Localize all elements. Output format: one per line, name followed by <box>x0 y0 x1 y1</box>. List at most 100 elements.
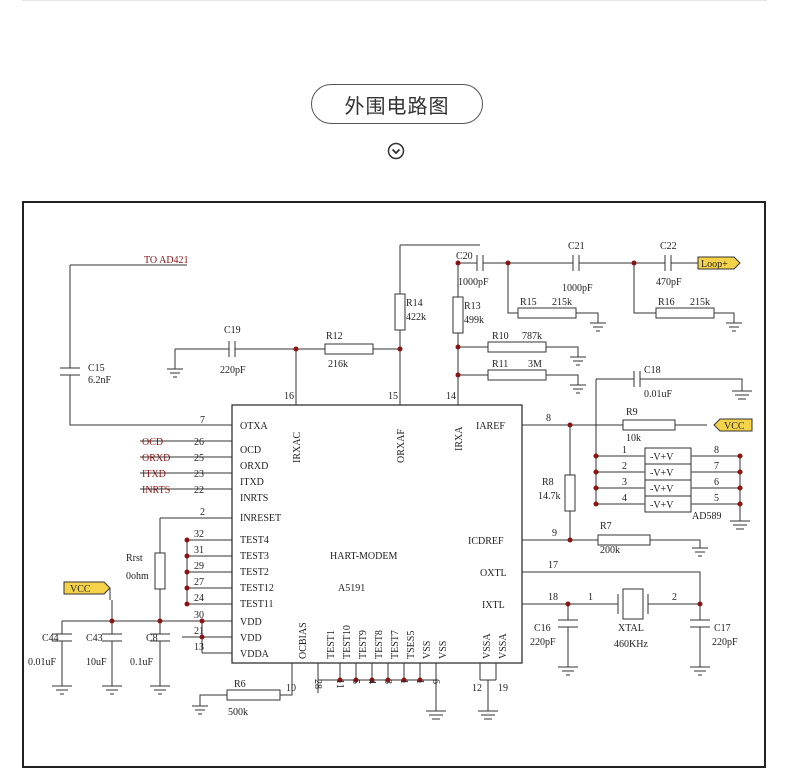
svg-text:31: 31 <box>194 545 204 556</box>
svg-text:787k: 787k <box>522 331 542 342</box>
svg-text:INRTS: INRTS <box>240 493 268 504</box>
svg-text:18: 18 <box>548 592 558 603</box>
svg-text:32: 32 <box>194 529 204 540</box>
page-title-text: 外围电路图 <box>344 93 450 118</box>
svg-text:TEST4: TEST4 <box>240 535 269 546</box>
svg-text:R14: R14 <box>406 298 423 309</box>
svg-text:VSS: VSS <box>438 641 449 659</box>
svg-text:215k: 215k <box>552 297 572 308</box>
svg-text:TEST2: TEST2 <box>240 567 269 578</box>
svg-text:IRXA: IRXA <box>454 426 465 451</box>
svg-text:R16: R16 <box>658 297 675 308</box>
page-title: 外围电路图 <box>311 84 483 124</box>
svg-text:IAREF: IAREF <box>476 421 505 432</box>
svg-text:14: 14 <box>446 391 456 402</box>
vcc-port-left-label: VCC <box>70 584 91 595</box>
svg-text:-V+V: -V+V <box>650 468 674 479</box>
svg-text:VDD: VDD <box>240 617 262 628</box>
svg-text:R15: R15 <box>520 297 537 308</box>
svg-text:3: 3 <box>622 477 627 488</box>
svg-text:VDDA: VDDA <box>240 649 270 660</box>
svg-text:3: 3 <box>382 679 393 684</box>
svg-text:R11: R11 <box>492 359 508 370</box>
svg-text:TEST8: TEST8 <box>374 630 385 659</box>
svg-text:13: 13 <box>194 642 204 653</box>
svg-text:C19: C19 <box>224 325 241 336</box>
svg-text:INRESET: INRESET <box>240 513 281 524</box>
svg-text:ORXD: ORXD <box>240 461 268 472</box>
svg-text:12: 12 <box>472 683 482 694</box>
svg-text:C8: C8 <box>146 633 158 644</box>
svg-text:OCBIAS: OCBIAS <box>298 622 309 659</box>
loop-port-label: Loop+ <box>701 259 728 270</box>
svg-text:R13: R13 <box>464 301 481 312</box>
schematic-frame <box>22 201 766 768</box>
vcc-port-right-label: VCC <box>724 421 745 432</box>
svg-text:10: 10 <box>286 683 296 694</box>
svg-text:9: 9 <box>552 528 557 539</box>
svg-text:4: 4 <box>622 493 627 504</box>
svg-text:TEST12: TEST12 <box>240 583 274 594</box>
svg-text:0.01uF: 0.01uF <box>644 389 673 400</box>
svg-text:R7: R7 <box>600 521 612 532</box>
svg-text:TEST9: TEST9 <box>358 630 369 659</box>
svg-text:IXTL: IXTL <box>482 600 505 611</box>
svg-text:2: 2 <box>672 592 677 603</box>
svg-text:16: 16 <box>284 391 294 402</box>
svg-text:220pF: 220pF <box>712 637 738 648</box>
svg-text:6.2nF: 6.2nF <box>88 375 112 386</box>
svg-text:30: 30 <box>194 610 204 621</box>
svg-text:215k: 215k <box>690 297 710 308</box>
svg-text:2: 2 <box>200 507 205 518</box>
component-labels: C15 6.2nF C19 220pF R12 216k R14 422k C2… <box>28 241 738 718</box>
svg-text:C16: C16 <box>534 623 551 634</box>
ocd-signal: OCD <box>142 437 163 448</box>
chip-left-pins: 7 OTXA 26 OCD 25 ORXD 23 ITXD 22 INRTS 2… <box>194 415 281 660</box>
svg-text:TSES5: TSES5 <box>406 631 417 659</box>
svg-text:216k: 216k <box>328 359 348 370</box>
svg-text:0.01uF: 0.01uF <box>28 657 57 668</box>
svg-text:-V+V: -V+V <box>650 500 674 511</box>
svg-text:1000pF: 1000pF <box>562 283 593 294</box>
vcc-port-right: VCC <box>713 418 753 432</box>
svg-text:TEST11: TEST11 <box>240 599 274 610</box>
to-ad421-label: TO AD421 <box>144 255 189 266</box>
inrts-signal: INRTS <box>142 485 170 496</box>
svg-text:26: 26 <box>194 437 204 448</box>
svg-text:TEST1: TEST1 <box>326 630 337 659</box>
svg-text:5: 5 <box>714 493 719 504</box>
top-divider <box>22 0 767 1</box>
svg-text:29: 29 <box>194 561 204 572</box>
svg-text:6: 6 <box>430 679 441 684</box>
svg-text:5: 5 <box>350 679 361 684</box>
svg-text:Rrst: Rrst <box>126 553 143 564</box>
svg-text:7: 7 <box>714 461 719 472</box>
svg-text:1000pF: 1000pF <box>458 277 489 288</box>
svg-text:220pF: 220pF <box>530 637 556 648</box>
svg-text:3M: 3M <box>528 359 542 370</box>
svg-text:6: 6 <box>714 477 719 488</box>
svg-text:24: 24 <box>194 593 204 604</box>
svg-text:22: 22 <box>194 485 204 496</box>
schematic-diagram: Loop+ VCC VCC TO AD421 OCD ORXD ITXD INR… <box>28 241 753 720</box>
orxd-signal: ORXD <box>142 453 170 464</box>
svg-text:C20: C20 <box>456 251 473 262</box>
svg-text:VSS: VSS <box>422 641 433 659</box>
svg-text:460KHz: 460KHz <box>614 639 648 650</box>
svg-text:VSSA: VSSA <box>482 633 493 659</box>
svg-text:C44: C44 <box>42 633 59 644</box>
svg-text:7: 7 <box>200 415 205 426</box>
svg-text:25: 25 <box>194 453 204 464</box>
svg-text:0.1uF: 0.1uF <box>130 657 154 668</box>
chevron-down-icon[interactable] <box>387 142 405 160</box>
svg-text:C21: C21 <box>568 241 585 252</box>
svg-text:1: 1 <box>588 592 593 603</box>
svg-text:8: 8 <box>714 445 719 456</box>
hart-modem-chip <box>231 404 523 664</box>
svg-text:R6: R6 <box>234 679 246 690</box>
svg-text:4: 4 <box>366 679 377 684</box>
svg-text:1: 1 <box>398 679 409 684</box>
chip-top-pins: 16 15 14 IRXAC ORXAF IRXA <box>284 391 465 463</box>
svg-text:14.7k: 14.7k <box>538 491 561 502</box>
svg-text:TEST10: TEST10 <box>342 625 353 659</box>
